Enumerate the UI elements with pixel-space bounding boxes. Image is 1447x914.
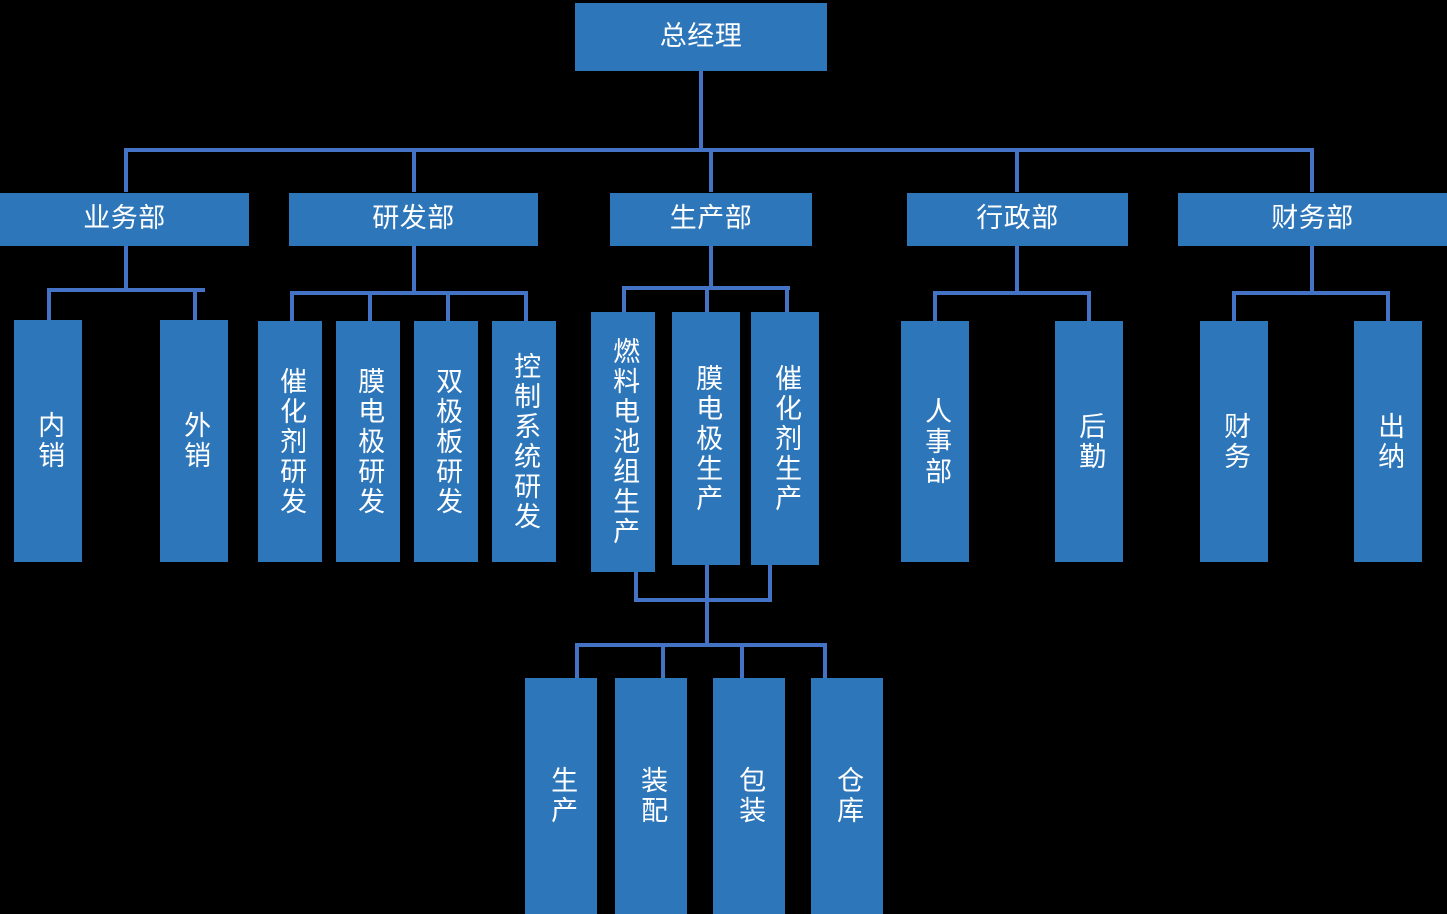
node-label: 燃料电池组生产 xyxy=(608,337,640,547)
connector-admin-child-1 xyxy=(1087,291,1091,321)
connector-admin-bus xyxy=(933,291,1091,295)
node-membrane-electrode-rd[interactable]: 膜电极研发 xyxy=(336,321,400,562)
node-workshop-production[interactable]: 生产 xyxy=(525,678,597,914)
node-admin-department[interactable]: 行政部 xyxy=(907,193,1128,246)
connector-finance-stem xyxy=(1310,245,1314,293)
node-label: 研发部 xyxy=(372,203,455,235)
node-label: 财务 xyxy=(1219,411,1251,472)
connector-prod-merge-up-1 xyxy=(705,565,709,602)
node-label: 催化剂生产 xyxy=(770,363,802,514)
node-label: 仓库 xyxy=(832,766,864,826)
connector-production-child-0 xyxy=(622,286,626,312)
connector-workshop-bus xyxy=(575,643,827,647)
node-cashier[interactable]: 出纳 xyxy=(1354,321,1422,562)
connector-drop-rd xyxy=(412,148,416,192)
connector-business-bus xyxy=(47,288,205,292)
connector-business-child-1 xyxy=(193,288,197,320)
connector-finance-child-0 xyxy=(1232,291,1236,321)
node-domestic-sales[interactable]: 内销 xyxy=(14,320,82,562)
connector-admin-child-0 xyxy=(933,291,937,321)
node-workshop-assembly[interactable]: 装配 xyxy=(615,678,687,914)
node-membrane-electrode-production[interactable]: 膜电极生产 xyxy=(672,312,740,565)
connector-workshop-child-3 xyxy=(823,643,827,679)
connector-finance-bus xyxy=(1232,291,1390,295)
connector-prod-merge-up-2 xyxy=(768,565,772,602)
connector-workshop-child-1 xyxy=(661,643,665,679)
node-general-manager[interactable]: 总经理 xyxy=(575,3,827,71)
node-label: 膜电极生产 xyxy=(691,363,723,514)
node-catalyst-production[interactable]: 催化剂生产 xyxy=(751,312,819,565)
connector-business-child-0 xyxy=(47,288,51,320)
node-label: 膜电极研发 xyxy=(353,366,385,517)
connector-rd-child-2 xyxy=(446,291,450,321)
node-label: 催化剂研发 xyxy=(275,366,307,517)
node-logistics[interactable]: 后勤 xyxy=(1055,321,1123,562)
connector-business-stem xyxy=(124,245,128,290)
node-finance-department[interactable]: 财务部 xyxy=(1178,193,1447,246)
connector-prod-merge-up-0 xyxy=(634,572,638,602)
connector-workshop-child-0 xyxy=(575,643,579,679)
node-label: 业务部 xyxy=(83,203,166,235)
node-export-sales[interactable]: 外销 xyxy=(160,320,228,562)
connector-prod-merge-stem xyxy=(705,598,709,646)
connector-rd-child-3 xyxy=(524,291,528,321)
node-workshop-warehouse[interactable]: 仓库 xyxy=(811,678,883,914)
connector-prod-merge-bus xyxy=(634,598,772,602)
connector-production-child-2 xyxy=(785,286,789,312)
connector-rd-stem xyxy=(412,245,416,293)
node-accounting[interactable]: 财务 xyxy=(1200,321,1268,562)
connector-drop-finance xyxy=(1310,148,1314,192)
node-bipolar-plate-rd[interactable]: 双极板研发 xyxy=(414,321,478,562)
connector-admin-stem xyxy=(1015,245,1019,293)
node-workshop-packaging[interactable]: 包装 xyxy=(713,678,785,914)
node-label: 行政部 xyxy=(976,203,1059,235)
node-label: 生产部 xyxy=(669,203,753,235)
node-label: 后勤 xyxy=(1074,411,1106,472)
connector-rd-child-0 xyxy=(290,291,294,321)
connector-finance-child-1 xyxy=(1386,291,1390,321)
node-label: 包装 xyxy=(734,766,766,826)
connector-drop-business xyxy=(124,148,128,192)
node-label: 双极板研发 xyxy=(431,366,463,517)
node-label: 装配 xyxy=(636,766,668,826)
node-label: 控制系统研发 xyxy=(509,351,541,532)
connector-production-stem xyxy=(709,245,713,290)
connector-rd-child-1 xyxy=(368,291,372,321)
node-control-system-rd[interactable]: 控制系统研发 xyxy=(492,321,556,562)
node-production-department[interactable]: 生产部 xyxy=(610,193,812,246)
node-catalyst-rd[interactable]: 催化剂研发 xyxy=(258,321,322,562)
node-label: 出纳 xyxy=(1373,411,1405,472)
node-business-department[interactable]: 业务部 xyxy=(0,193,249,246)
node-fuel-cell-stack-production[interactable]: 燃料电池组生产 xyxy=(591,312,655,572)
connector-drop-admin xyxy=(1015,148,1019,192)
connector-level2-bus xyxy=(124,148,1314,152)
connector-rd-bus xyxy=(290,291,526,295)
node-rd-department[interactable]: 研发部 xyxy=(289,193,538,246)
connector-production-child-1 xyxy=(705,286,709,312)
connector-drop-production xyxy=(709,148,713,192)
node-label: 外销 xyxy=(179,411,211,471)
node-label: 财务部 xyxy=(1271,203,1354,235)
node-label: 内销 xyxy=(33,411,65,471)
node-label: 总经理 xyxy=(659,20,743,52)
node-label: 生产 xyxy=(546,766,578,826)
connector-workshop-child-2 xyxy=(740,643,744,679)
connector-root-stem xyxy=(699,70,703,150)
node-label: 人事部 xyxy=(920,396,952,487)
node-hr-department[interactable]: 人事部 xyxy=(901,321,969,562)
